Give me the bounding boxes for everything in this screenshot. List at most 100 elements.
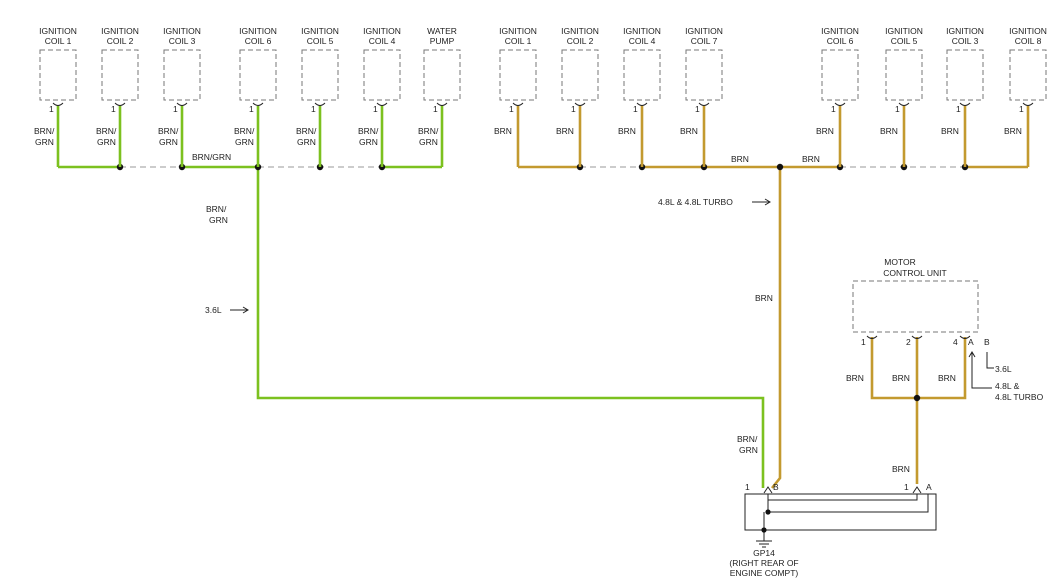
coil-title-1: IGNITION bbox=[101, 26, 139, 36]
mcu-wire-1: BRN bbox=[846, 373, 864, 383]
coil-pin: 1 bbox=[373, 104, 378, 114]
coil-pin: 1 bbox=[111, 104, 116, 114]
coil-box bbox=[685, 49, 723, 101]
coil-pin: 1 bbox=[895, 104, 900, 114]
ground-gp14: BRN/ GRN 1 B 1 A GP14 (RIGHT REAR OF ENG… bbox=[729, 434, 937, 578]
coil-wire-label-1: BRN/ bbox=[418, 126, 439, 136]
coil-title-2: COIL 3 bbox=[169, 36, 196, 46]
mcu-wire-4: BRN bbox=[938, 373, 956, 383]
mcu-note-b: 3.6L bbox=[995, 364, 1012, 374]
coil-wire-label-1: BRN bbox=[1004, 126, 1022, 136]
ground-location-2: ENGINE COMPT) bbox=[730, 568, 799, 578]
coil-box bbox=[821, 49, 859, 101]
coil-box bbox=[561, 49, 599, 101]
pin-socket-icon bbox=[574, 102, 586, 106]
coil-box bbox=[623, 49, 661, 101]
coil-wire-label-1: BRN bbox=[941, 126, 959, 136]
coil-title-2: PUMP bbox=[430, 36, 455, 46]
coil-wire-label-1: BRN bbox=[680, 126, 698, 136]
coil-pin: 1 bbox=[433, 104, 438, 114]
coil-title-2: COIL 4 bbox=[629, 36, 656, 46]
coil-pin: 1 bbox=[695, 104, 700, 114]
coil-pin: 1 bbox=[831, 104, 836, 114]
pin-socket-icon bbox=[636, 102, 648, 106]
coil-wire-label-2: GRN bbox=[35, 137, 54, 147]
right-trunk-label: BRN bbox=[755, 293, 773, 303]
mcu-pin-4: 4 bbox=[953, 337, 958, 347]
ground-location-1: (RIGHT REAR OF bbox=[729, 558, 798, 568]
coil-wire-label-2: GRN bbox=[359, 137, 378, 147]
pin-socket-icon bbox=[1022, 102, 1034, 106]
coil-pin: 1 bbox=[633, 104, 638, 114]
coil-wire-label-2: GRN bbox=[159, 137, 178, 147]
coil-box bbox=[101, 49, 139, 101]
coil-title-2: COIL 5 bbox=[307, 36, 334, 46]
coil-wire-label-1: BRN/ bbox=[96, 126, 117, 136]
pin-socket-icon bbox=[252, 102, 264, 106]
ground-block bbox=[744, 493, 937, 531]
ground-pin-b: B bbox=[773, 482, 779, 492]
right-coil-group: BRN BRN 4.8L & 4.8L TURBO BRN bbox=[518, 154, 1028, 489]
pin-socket-icon bbox=[834, 102, 846, 106]
coil-title-1: IGNITION bbox=[499, 26, 537, 36]
coil-box bbox=[39, 49, 77, 101]
ground-id: GP14 bbox=[753, 548, 775, 558]
coil-title-1: IGNITION bbox=[39, 26, 77, 36]
coil-title-1: IGNITION bbox=[301, 26, 339, 36]
coil-box bbox=[946, 49, 984, 101]
pin-socket-icon bbox=[176, 102, 188, 106]
mcu-pin-a: A bbox=[968, 337, 974, 347]
coil-wire-label-2: GRN bbox=[235, 137, 254, 147]
coil-pin: 1 bbox=[249, 104, 254, 114]
coil-title-1: IGNITION bbox=[885, 26, 923, 36]
coil-wire-label-1: BRN/ bbox=[234, 126, 255, 136]
motor-control-unit: MOTOR CONTROL UNIT 1 2 4 A B BRN BRN BRN… bbox=[846, 257, 1044, 484]
mcu-note-a-1: 4.8L & bbox=[995, 381, 1020, 391]
splice-dot bbox=[776, 163, 784, 171]
pin-socket-icon bbox=[898, 102, 910, 106]
coil-title-1: IGNITION bbox=[623, 26, 661, 36]
coil-title-2: COIL 8 bbox=[1015, 36, 1042, 46]
coil-box bbox=[1009, 49, 1047, 101]
coil-wire-label-1: BRN bbox=[618, 126, 636, 136]
coil-box bbox=[885, 49, 923, 101]
coil-wire-label-1: BRN/ bbox=[158, 126, 179, 136]
coil-box bbox=[423, 49, 461, 101]
pin-socket-icon bbox=[512, 102, 524, 106]
coil-title-2: COIL 3 bbox=[952, 36, 979, 46]
coil-wire-label-1: BRN/ bbox=[358, 126, 379, 136]
variant-36-label: 3.6L bbox=[205, 305, 222, 315]
mcu-pin-2: 2 bbox=[906, 337, 911, 347]
coil-box bbox=[163, 49, 201, 101]
pin-socket-icon bbox=[114, 102, 126, 106]
coil-title-1: WATER bbox=[427, 26, 457, 36]
coil-title-2: COIL 1 bbox=[505, 36, 532, 46]
coil-pin: 1 bbox=[571, 104, 576, 114]
right-bus-label-2: BRN bbox=[802, 154, 820, 164]
pin-socket-icon bbox=[52, 102, 64, 106]
left-bus-label: BRN/GRN bbox=[192, 152, 231, 162]
coil-box bbox=[499, 49, 537, 101]
ground-in-label-2: GRN bbox=[739, 445, 758, 455]
coil-pin: 1 bbox=[49, 104, 54, 114]
left-trunk-label-1: BRN/ bbox=[206, 204, 227, 214]
coil-wire-label-2: GRN bbox=[97, 137, 116, 147]
pin-socket-icon bbox=[436, 102, 448, 106]
coil-title-1: IGNITION bbox=[685, 26, 723, 36]
ground-pin-right: 1 bbox=[904, 482, 909, 492]
coil-pin: 1 bbox=[311, 104, 316, 114]
coil-title-2: COIL 2 bbox=[107, 36, 134, 46]
coil-wire-label-2: GRN bbox=[297, 137, 316, 147]
coil-wire-label-1: BRN bbox=[816, 126, 834, 136]
